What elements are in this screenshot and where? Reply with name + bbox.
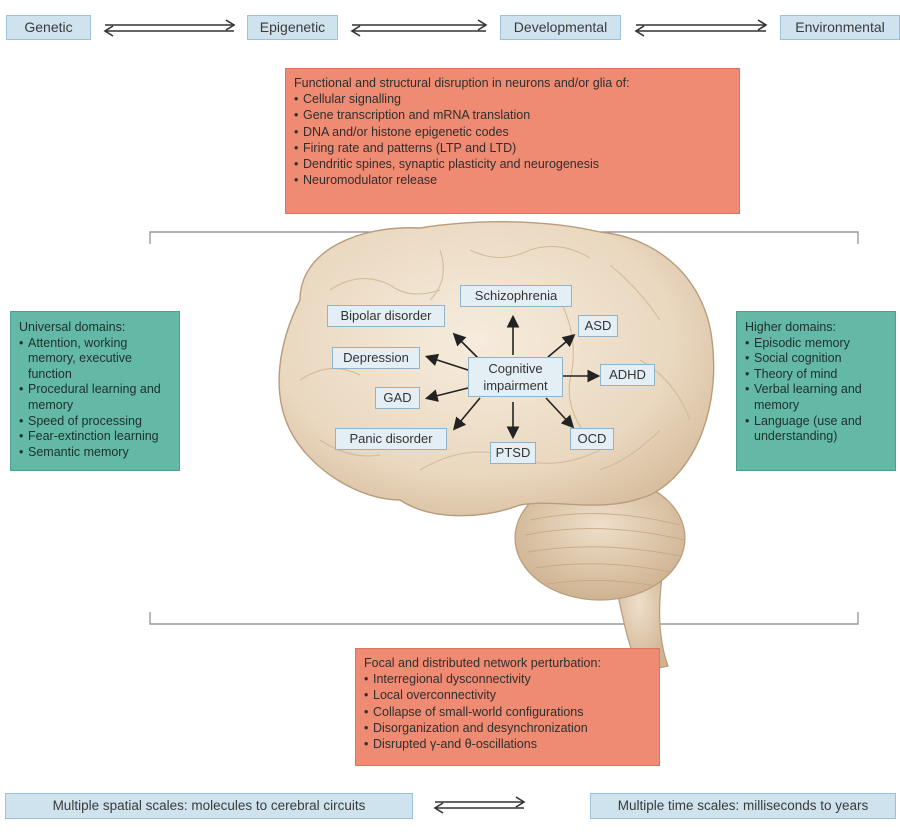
- disorder-ptsd: PTSD: [490, 442, 536, 464]
- factor-developmental: Developmental: [500, 15, 621, 40]
- cellular-disruption-box: Functional and structural disruption in …: [285, 68, 740, 214]
- disorder-ocd: OCD: [570, 428, 614, 450]
- disorder-schizophrenia: Schizophrenia: [460, 285, 572, 307]
- list-item: Language (use and understanding): [745, 414, 887, 445]
- list-item: Local overconnectivity: [364, 687, 651, 703]
- network-perturbation-list: Interregional dysconnectivity Local over…: [364, 671, 651, 752]
- disorder-panic: Panic disorder: [335, 428, 447, 450]
- list-item: Neuromodulator release: [294, 172, 731, 188]
- list-item: DNA and/or histone epigenetic codes: [294, 124, 731, 140]
- list-item: Semantic memory: [19, 445, 171, 461]
- disorder-asd: ASD: [578, 315, 618, 337]
- disorder-adhd: ADHD: [600, 364, 655, 386]
- disorder-gad: GAD: [375, 387, 420, 409]
- list-item: Disorganization and desynchronization: [364, 720, 651, 736]
- hub-cognitive-impairment: Cognitive impairment: [468, 357, 563, 397]
- list-item: Procedural learning and memory: [19, 382, 171, 413]
- list-item: Verbal learning and memory: [745, 382, 887, 413]
- universal-domains-list: Attention, working memory, executive fun…: [19, 336, 171, 461]
- network-perturbation-box: Focal and distributed network perturbati…: [355, 648, 660, 766]
- list-item: Episodic memory: [745, 336, 887, 352]
- disorder-bipolar: Bipolar disorder: [327, 305, 445, 327]
- universal-domains-box: Universal domains: Attention, working me…: [10, 311, 180, 471]
- list-item: Interregional dysconnectivity: [364, 671, 651, 687]
- list-item: Social cognition: [745, 351, 887, 367]
- factor-environmental: Environmental: [780, 15, 900, 40]
- universal-domains-title: Universal domains:: [19, 320, 126, 334]
- higher-domains-title: Higher domains:: [745, 320, 837, 334]
- higher-domains-box: Higher domains: Episodic memory Social c…: [736, 311, 896, 471]
- higher-domains-list: Episodic memory Social cognition Theory …: [745, 336, 887, 445]
- list-item: Firing rate and patterns (LTP and LTD): [294, 140, 731, 156]
- list-item: Collapse of small-world configurations: [364, 704, 651, 720]
- list-item: Dendritic spines, synaptic plasticity an…: [294, 156, 731, 172]
- cellular-disruption-title: Functional and structural disruption in …: [294, 76, 630, 90]
- factor-epigenetic: Epigenetic: [247, 15, 338, 40]
- list-item: Cellular signalling: [294, 91, 731, 107]
- cellular-disruption-list: Cellular signalling Gene transcription a…: [294, 91, 731, 188]
- time-scales-box: Multiple time scales: milliseconds to ye…: [590, 793, 896, 819]
- list-item: Speed of processing: [19, 414, 171, 430]
- spatial-scales-box: Multiple spatial scales: molecules to ce…: [5, 793, 413, 819]
- list-item: Attention, working memory, executive fun…: [19, 336, 171, 383]
- network-perturbation-title: Focal and distributed network perturbati…: [364, 656, 601, 670]
- list-item: Disrupted γ-and θ-oscillations: [364, 736, 651, 752]
- list-item: Theory of mind: [745, 367, 887, 383]
- list-item: Fear-extinction learning: [19, 429, 171, 445]
- factor-genetic: Genetic: [6, 15, 91, 40]
- list-item: Gene transcription and mRNA translation: [294, 107, 731, 123]
- disorder-depression: Depression: [332, 347, 420, 369]
